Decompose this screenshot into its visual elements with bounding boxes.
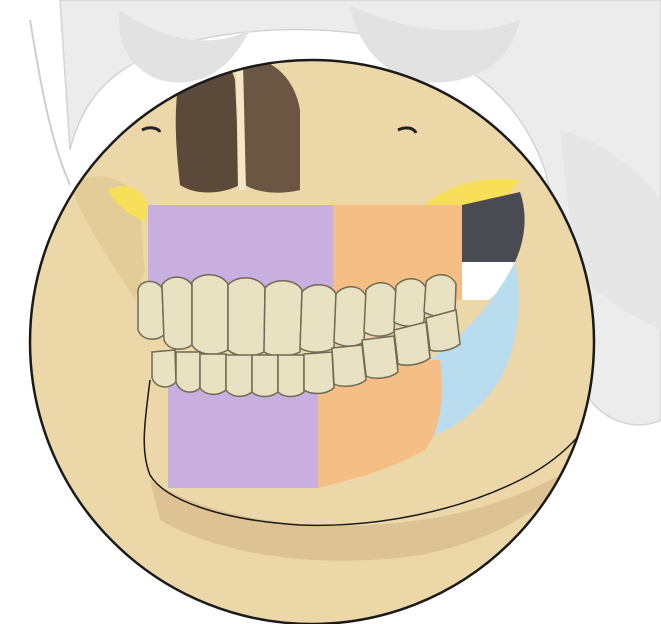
illustration xyxy=(0,0,661,624)
jaw-illustration-svg xyxy=(0,0,661,624)
